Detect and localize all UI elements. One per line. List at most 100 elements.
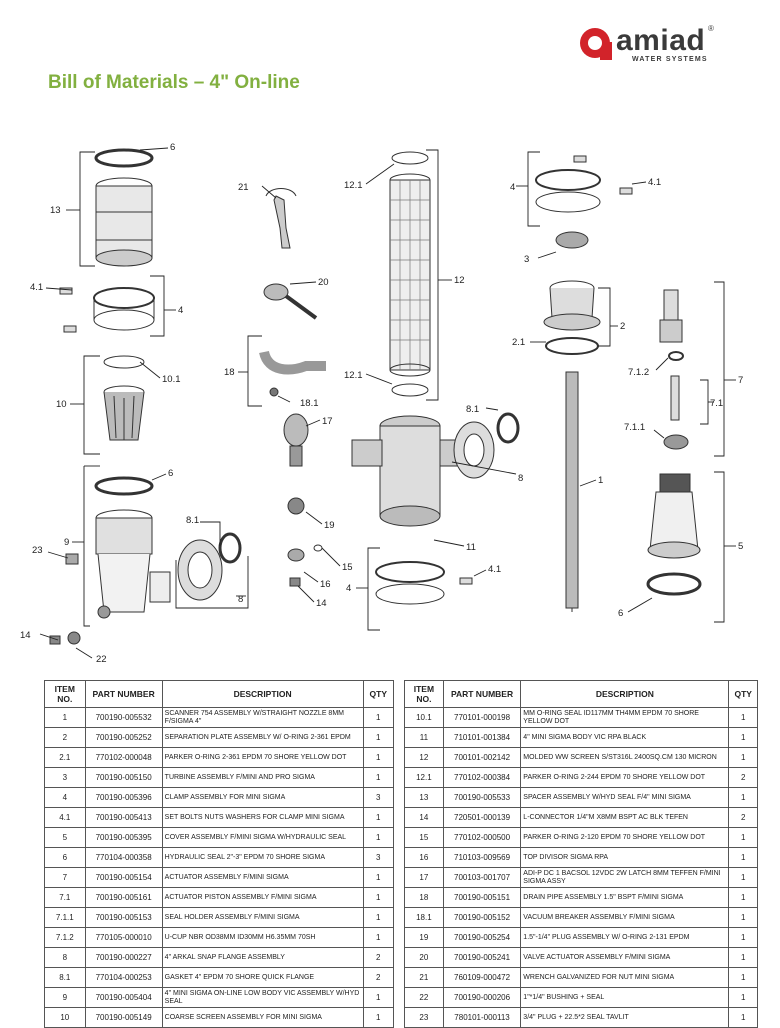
cell-item-no: 14 xyxy=(404,807,444,828)
callout-label: 15 xyxy=(342,562,353,573)
part-seal-6-top xyxy=(94,148,154,168)
callout-label: 18.1 xyxy=(300,398,319,409)
cell-part-number: 770102-000384 xyxy=(442,767,522,788)
cell-description: SEAL HOLDER ASSEMBLY F/MINI SIGMA xyxy=(161,907,364,928)
callout-label: 12 xyxy=(454,275,465,286)
callout-label: 6 xyxy=(170,142,175,153)
part-oring-15 xyxy=(313,544,323,552)
part-plug-23 xyxy=(65,553,79,565)
part-cover-5 xyxy=(647,473,701,559)
cell-part-number: 700190-005533 xyxy=(442,787,522,808)
cell-part-number: 700190-005149 xyxy=(84,1007,163,1028)
callout-label: 6 xyxy=(618,608,623,619)
cell-item-no: 9 xyxy=(44,987,86,1008)
cell-item-no: 8.1 xyxy=(44,967,86,988)
callout-label: 12.1 xyxy=(344,180,363,191)
bom-table-right: ITEM NO. PART NUMBER DESCRIPTION QTY 10.… xyxy=(404,680,758,1028)
callout-label: 13 xyxy=(50,205,61,216)
cell-part-number: 700101-002142 xyxy=(442,747,522,768)
part-bolt-4-1-left xyxy=(59,287,77,333)
cell-description: SET BOLTS NUTS WASHERS FOR CLAMP MINI SI… xyxy=(161,807,364,828)
callout-label: 8.1 xyxy=(186,515,199,526)
header-item-no: ITEM NO. xyxy=(44,680,86,708)
cell-description: MOLDED WW SCREEN S/ST316L 2400SQ.CM 130 … xyxy=(520,747,730,768)
cell-description: MM O-RING SEAL ID117MM TH4MM EPDM 70 SHO… xyxy=(520,707,730,728)
cell-qty: 1 xyxy=(728,947,758,968)
cell-part-number: 770101-000198 xyxy=(442,707,522,728)
part-actuator-7 xyxy=(659,289,683,343)
cell-part-number: 700190-005395 xyxy=(84,827,163,848)
cell-item-no: 18 xyxy=(404,887,444,908)
page-title: Bill of Materials – 4" On-line xyxy=(48,72,300,93)
callout-label: 10 xyxy=(56,399,67,410)
cell-part-number: 700190-005396 xyxy=(84,787,163,808)
cell-item-no: 7 xyxy=(44,867,86,888)
cell-part-number: 770102-000500 xyxy=(442,827,522,848)
part-lconnector-14-left xyxy=(49,635,61,645)
part-scanner-1 xyxy=(565,371,579,612)
table-header-row: ITEM NO. PART NUMBER DESCRIPTION QTY xyxy=(404,680,758,708)
cell-qty: 1 xyxy=(728,987,758,1008)
part-clamp-4-center xyxy=(375,561,445,605)
callout-labels: 6 13 4.1 4 10.1 10 6 9 23 8.1 8 14 22 21… xyxy=(20,142,743,665)
cell-part-number: 720501-000139 xyxy=(442,807,522,828)
cell-description: 4" MINI SIGMA ON-LINE LOW BODY VIC ASSEM… xyxy=(161,987,364,1008)
cell-part-number: 700190-000227 xyxy=(84,947,163,968)
cell-part-number: 700190-005150 xyxy=(84,767,163,788)
part-solenoid-17 xyxy=(283,413,309,467)
cell-item-no: 16 xyxy=(404,847,444,868)
cell-part-number: 700190-005153 xyxy=(84,907,163,928)
part-wrench-21 xyxy=(265,188,297,249)
cell-qty: 1 xyxy=(362,867,395,888)
cell-part-number: 700190-005152 xyxy=(442,907,522,928)
cell-part-number: 710103-009569 xyxy=(442,847,522,868)
cell-description: TOP DIVISOR SIGMA RPA xyxy=(520,847,730,868)
header-description: DESCRIPTION xyxy=(520,680,730,708)
cell-description: COARSE SCREEN ASSEMBLY FOR MINI SIGMA xyxy=(161,1007,364,1028)
cell-qty: 2 xyxy=(728,807,758,828)
cell-qty: 3 xyxy=(362,787,395,808)
callout-label: 3 xyxy=(524,254,529,265)
cell-qty: 1 xyxy=(728,967,758,988)
part-body-9 xyxy=(95,509,171,619)
header-description: DESCRIPTION xyxy=(161,680,364,708)
cell-item-no: 4.1 xyxy=(44,807,86,828)
callout-label: 8 xyxy=(518,473,523,484)
cell-description: SEPARATION PLATE ASSEMBLY W/ O-RING 2-36… xyxy=(161,727,364,748)
part-seal-holder-7-1-1 xyxy=(663,434,689,450)
cell-qty: 1 xyxy=(728,847,758,868)
cell-description: 3/4" PLUG + 22.5*2 SEAL TAVLIT xyxy=(520,1007,730,1028)
cell-part-number: 700190-005254 xyxy=(442,927,522,948)
cell-qty: 1 xyxy=(728,927,758,948)
callout-label: 17 xyxy=(322,416,333,427)
cell-description: ADI-P DC 1 BACSOL 12VDC 2W LATCH 8MM TEF… xyxy=(520,867,730,888)
cell-item-no: 22 xyxy=(404,987,444,1008)
callout-label: 20 xyxy=(318,277,329,288)
cell-item-no: 23 xyxy=(404,1007,444,1028)
cell-item-no: 18.1 xyxy=(404,907,444,928)
cell-description: SPACER ASSEMBLY W/HYD SEAL F/4" MINI SIG… xyxy=(520,787,730,808)
cell-qty: 3 xyxy=(362,847,395,868)
part-top-divisor-16 xyxy=(287,548,305,562)
header-part-number: PART NUMBER xyxy=(84,680,163,708)
part-oring-12-1-bottom xyxy=(391,383,429,397)
cell-item-no: 10 xyxy=(44,1007,86,1028)
cell-part-number: 700190-005154 xyxy=(84,867,163,888)
cell-part-number: 700190-005404 xyxy=(84,987,163,1008)
cell-qty: 1 xyxy=(728,907,758,928)
